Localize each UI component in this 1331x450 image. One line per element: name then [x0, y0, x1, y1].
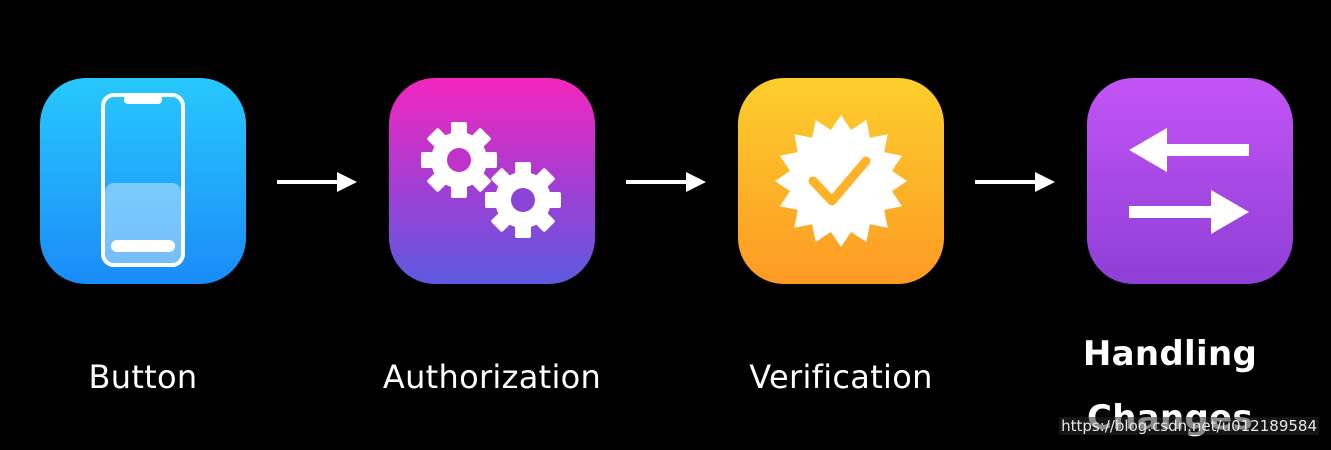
button-step-label: Button: [88, 358, 198, 396]
arrow-right-icon: [626, 172, 706, 192]
arrow-right-icon: [975, 172, 1055, 192]
verification-step-tile: [738, 78, 944, 284]
swap-arrows-icon: [1129, 128, 1249, 234]
verification-step-label: Verification: [749, 358, 933, 396]
handling-changes-step-tile: [1087, 78, 1293, 284]
verified-badge-icon: [775, 115, 907, 247]
phone-icon: [101, 93, 185, 267]
watermark-url: https://blog.csdn.net/u012189584: [1059, 417, 1319, 435]
button-step-tile: [40, 78, 246, 284]
handling-changes-label-line-1: Handling: [1082, 334, 1258, 374]
authorization-step-label: Authorization: [382, 358, 602, 396]
gears-icon: [421, 122, 561, 238]
authorization-step-tile: [389, 78, 595, 284]
arrow-right-icon: [277, 172, 357, 192]
